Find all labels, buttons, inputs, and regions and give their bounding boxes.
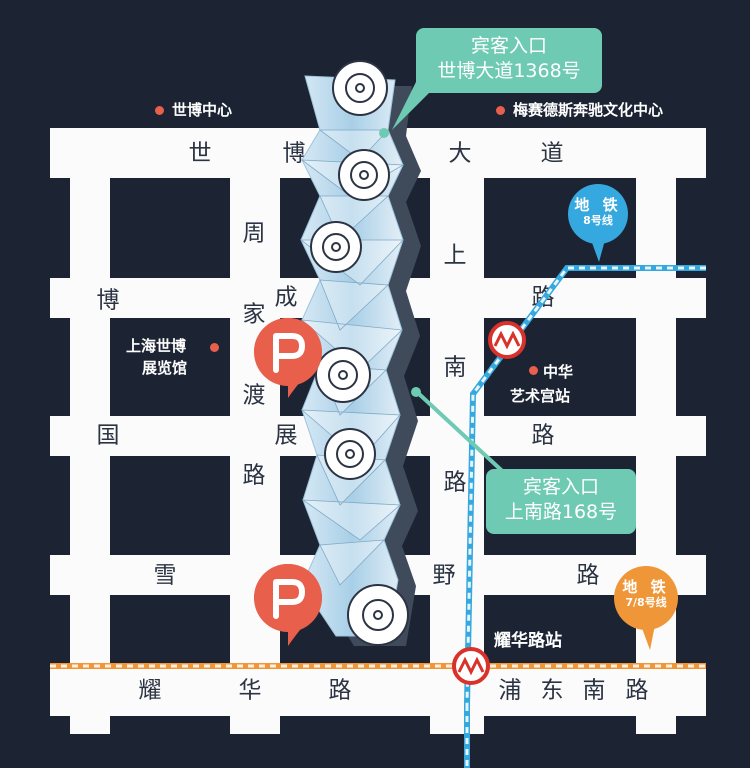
target-circle-icon	[332, 60, 388, 116]
road-vertical-east	[636, 128, 676, 734]
entrance-callout-shangnan: 宾客入口 上南路168号	[486, 469, 636, 534]
road-label-zhoujiadu-lu-1: 周	[242, 220, 266, 247]
road-vertical-west	[70, 128, 110, 734]
road-label-guozhan-lu-2: 展	[274, 422, 298, 449]
poi-art-palace-line1: 中华	[543, 363, 574, 381]
road-label-guozhan-lu-3: 路	[531, 422, 555, 449]
road-label-shibo-dadao-3: 大	[448, 140, 472, 167]
road-label-bocheng-lu-1: 博	[96, 287, 120, 314]
poi-expo-center: 世博中心	[172, 101, 233, 119]
road-label-shibo-dadao-2: 博	[282, 140, 306, 167]
target-circle-icon	[310, 221, 362, 273]
road-label-shangnan-lu-3: 路	[443, 469, 467, 496]
road-label-xueye-lu-1: 雪	[153, 562, 177, 589]
target-circle-icon	[338, 149, 390, 201]
target-circle-icon	[347, 584, 409, 646]
entrance-callout-shangnan-line1: 宾客入口	[522, 476, 599, 498]
road-label-zhoujiadu-lu-4: 路	[242, 462, 266, 489]
road-label-zhoujiadu-lu-2: 家	[242, 301, 266, 328]
road-label-shibo-dadao-1: 世	[188, 140, 212, 167]
road-zhoujiadu-lu	[230, 128, 280, 734]
location-dot-icon	[155, 106, 164, 115]
metro-7-8-badge-line1: 地 铁	[622, 578, 670, 596]
metro-8-badge-tail	[591, 240, 605, 262]
road-label-xueye-lu-2: 野	[432, 562, 456, 589]
metro-7-8-badge-line2: 7/8号线	[625, 596, 667, 609]
road-label-pudong-nanlu-4: 路	[625, 677, 649, 704]
poi-expo-hall-line2: 展览馆	[142, 359, 188, 377]
metro-8-badge-line1: 地 铁	[574, 196, 622, 214]
metro-8-badge-line2: 8号线	[583, 214, 613, 227]
road-label-yaohua-lu-1: 耀	[138, 677, 162, 704]
location-dot-icon	[496, 106, 505, 115]
road-yaohua-lu	[50, 666, 706, 716]
venue-building	[299, 75, 421, 646]
entrance-callout-shibo-line1: 宾客入口	[470, 35, 547, 57]
road-label-pudong-nanlu-2: 东	[540, 677, 564, 704]
parking-pin-icon	[254, 564, 322, 646]
poi-expo-hall-line1: 上海世博	[126, 337, 187, 355]
parking-pin-icon	[254, 318, 322, 398]
road-label-shangnan-lu-1: 上	[443, 242, 467, 269]
road-label-shibo-dadao-4: 道	[540, 140, 564, 167]
entrance-callout-shibo: 宾客入口 世博大道1368号	[416, 28, 602, 93]
target-circle-icon	[324, 428, 376, 480]
entrance-target-icons	[310, 60, 409, 646]
road-label-pudong-nanlu-1: 浦	[498, 677, 522, 704]
poi-mercedes-center: 梅赛德斯奔驰文化中心	[513, 101, 664, 119]
shanghai-metro-logo-icon	[488, 321, 526, 359]
shanghai-metro-logo-icon	[452, 647, 490, 685]
poi-art-palace-line2: 艺术宫站	[510, 387, 571, 405]
road-label-yaohua-lu-2: 华	[238, 677, 262, 704]
station-yaohua-lu: 耀华路站	[494, 631, 562, 651]
metro-7-8-badge: 地 铁 7/8号线	[614, 566, 678, 630]
metro-8-badge: 地 铁 8号线	[568, 184, 628, 244]
road-label-bocheng-lu-2: 成	[274, 284, 298, 311]
location-dot-icon	[210, 343, 219, 352]
road-label-xueye-lu-3: 路	[576, 562, 600, 589]
road-label-guozhan-lu-1: 国	[96, 422, 120, 449]
target-circle-icon	[315, 347, 371, 403]
entrance-callout-shibo-line2: 世博大道1368号	[437, 60, 581, 82]
road-label-zhoujiadu-lu-3: 渡	[242, 382, 266, 409]
road-label-shangnan-lu-2: 南	[443, 354, 467, 381]
road-label-yaohua-lu-3: 路	[328, 677, 352, 704]
entrance-callout-shangnan-line2: 上南路168号	[504, 501, 618, 523]
location-dot-icon	[529, 366, 538, 375]
road-label-pudong-nanlu-3: 南	[582, 677, 606, 704]
